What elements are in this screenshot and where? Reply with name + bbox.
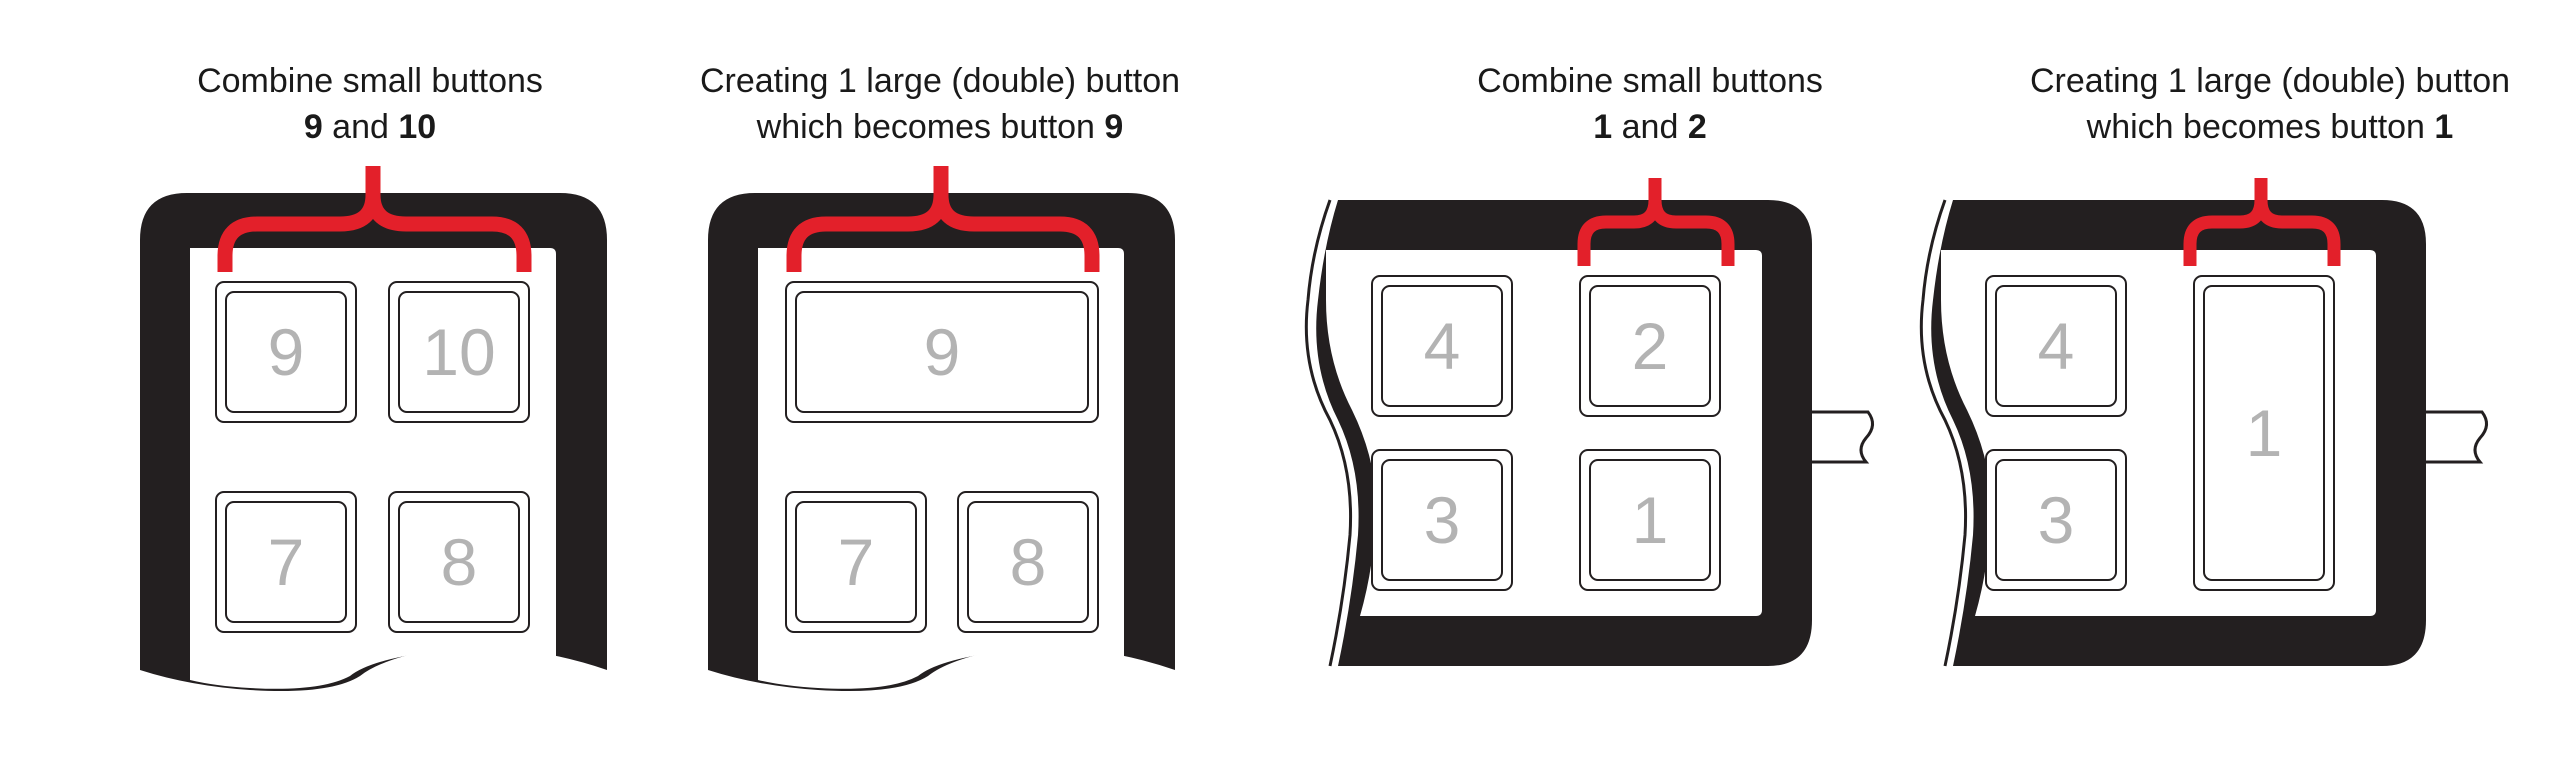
button-label: 10 [422,315,495,389]
red-brace [2183,178,2341,266]
panel-4-keypad: 4 3 1 [1919,178,2488,667]
bold-number: 9 [303,108,323,146]
caption-text: which becomes button [756,108,1105,146]
button-4: 4 [1371,275,1513,417]
caption-creating-9: Creating 1 large (double) button which b… [660,58,1220,150]
caption-combine-1-2: Combine small buttons 1 and 2 [1440,58,1860,150]
bold-number: 2 [1687,108,1707,146]
button-label: 9 [924,315,961,389]
red-brace [786,166,1100,272]
caption-and: and [1612,108,1688,146]
button-label: 9 [268,315,305,389]
caption-line: 1 and 2 [1440,104,1860,150]
button-4: 4 [1985,275,2127,417]
button-3: 3 [1985,449,2127,591]
button-1-double: 1 [2193,275,2335,591]
red-brace [1577,178,1735,266]
button-7: 7 [785,491,927,633]
button-label: 7 [838,525,875,599]
bold-number: 1 [1593,108,1613,146]
button-label: 3 [2038,483,2075,557]
button-8: 8 [388,491,530,633]
button-label: 4 [2038,309,2075,383]
caption-text: which becomes button [2086,108,2435,146]
red-brace [217,166,532,272]
keypad-edge [1919,199,1968,667]
bold-number: 9 [1104,108,1124,146]
caption-line: Combine small buttons [1477,62,1823,100]
caption-line: which becomes button 9 [660,104,1220,150]
caption-line: Creating 1 large (double) button [2029,62,2511,100]
caption-line: Creating 1 large (double) button [699,62,1181,100]
button-label: 2 [1632,309,1669,383]
keypad-edge [1304,199,1353,667]
button-label: 7 [268,525,305,599]
panel-1-keypad: 9 10 7 8 [140,166,607,692]
button-label: 1 [1632,483,1669,557]
button-label: 4 [1424,309,1461,383]
button-2: 2 [1579,275,1721,417]
bold-number: 10 [398,108,437,146]
button-9: 9 [215,281,357,423]
panel-2-keypad: 9 7 8 [708,166,1175,692]
cable [2415,410,2488,464]
button-label: 1 [2246,396,2283,470]
caption-line: Combine small buttons [197,62,543,100]
caption-creating-1: Creating 1 large (double) button which b… [1990,58,2550,150]
button-9-double: 9 [785,281,1099,423]
caption-line: 9 and 10 [160,104,580,150]
bold-number: 1 [2434,108,2454,146]
button-label: 3 [1424,483,1461,557]
cable [1800,410,1874,464]
panel-3-keypad: 4 2 3 1 [1304,178,1874,667]
caption-and: and [322,108,399,146]
caption-line: which becomes button 1 [1990,104,2550,150]
button-3: 3 [1371,449,1513,591]
button-7: 7 [215,491,357,633]
button-8: 8 [957,491,1099,633]
button-label: 8 [441,525,478,599]
caption-combine-9-10: Combine small buttons 9 and 10 [160,58,580,150]
button-label: 8 [1010,525,1047,599]
button-10: 10 [388,281,530,423]
button-1: 1 [1579,449,1721,591]
